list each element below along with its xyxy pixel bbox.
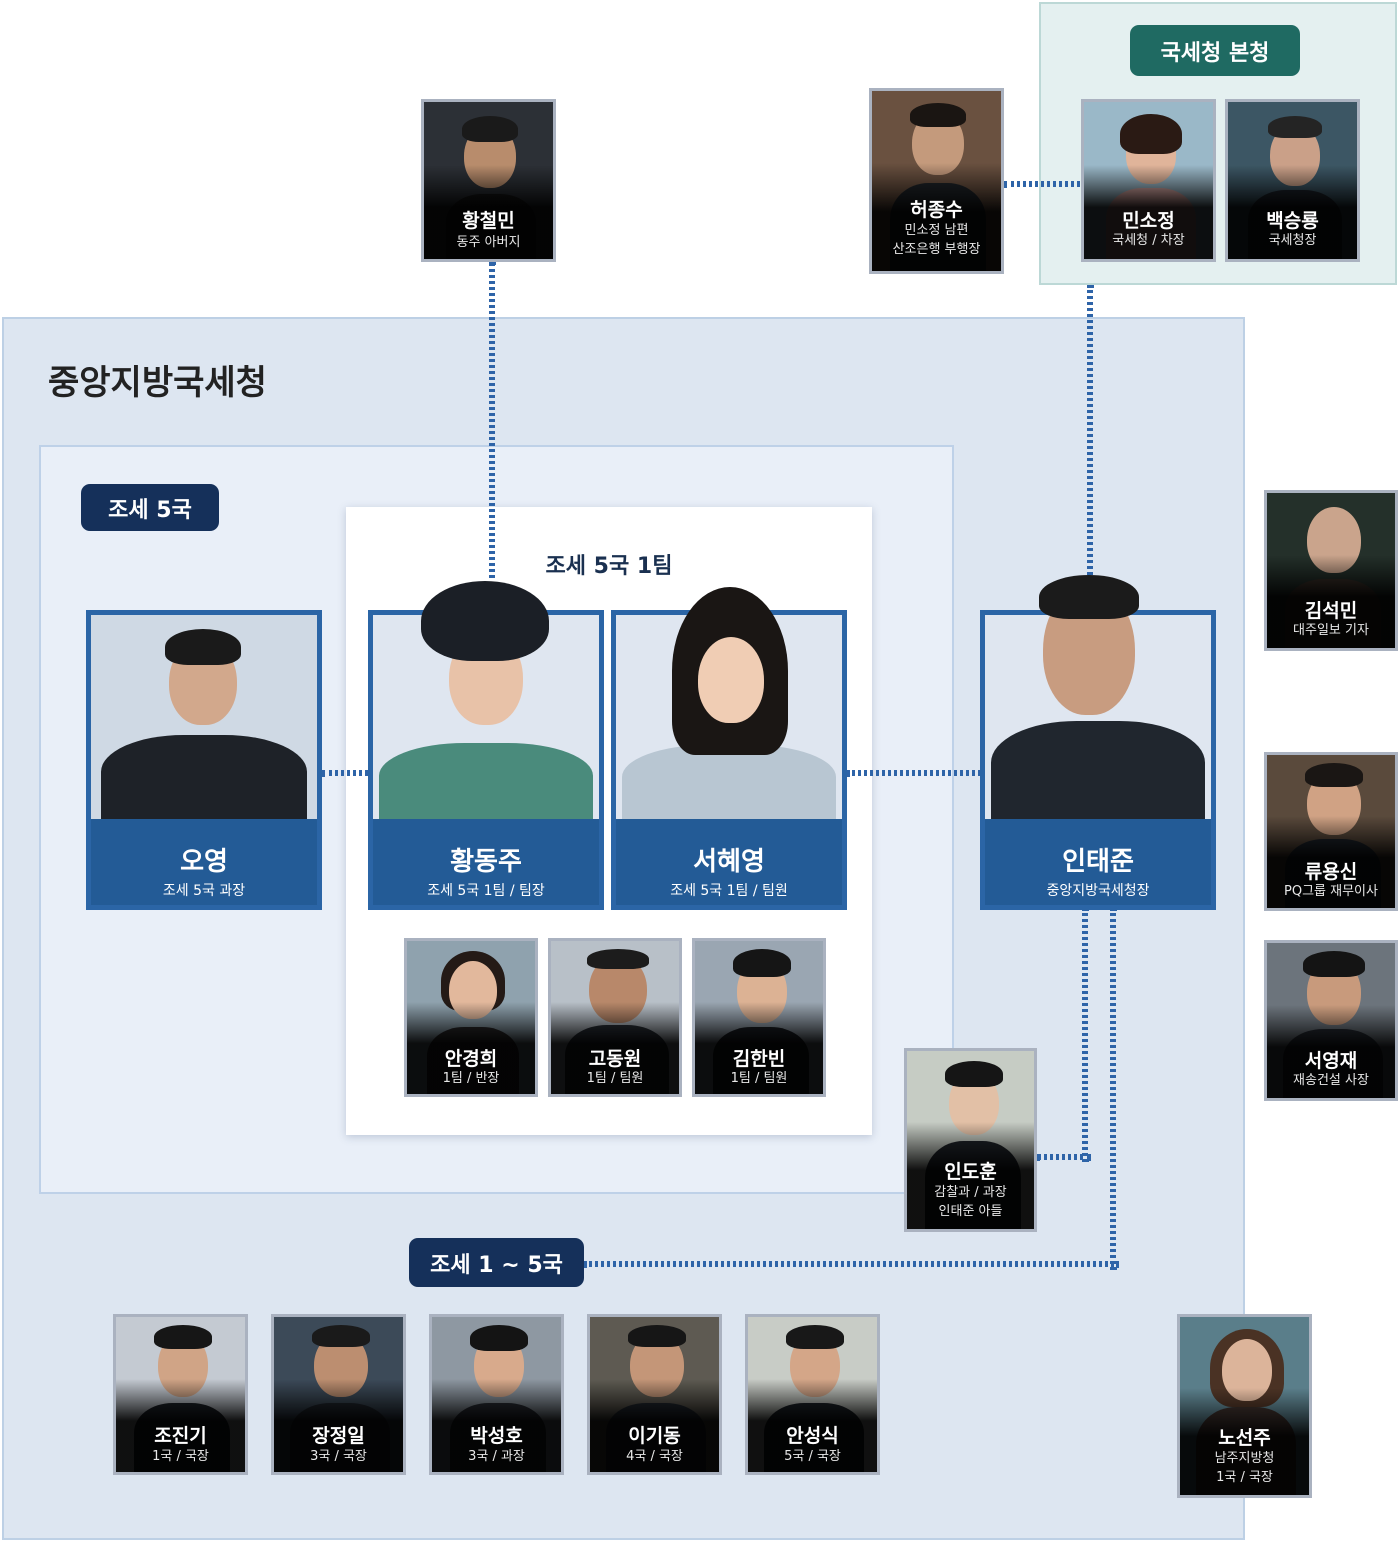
- card-min-sojeong[interactable]: 민소정 국세청 / 차장: [1081, 99, 1216, 262]
- name: 서혜영: [693, 847, 765, 877]
- card-hwang-cheolmin[interactable]: 황철민 동주 아버지: [421, 99, 556, 262]
- role: 조세 5국 과장: [162, 883, 246, 899]
- connector-in-indo-h: [1037, 1154, 1091, 1160]
- card-ahn-gyeonghui[interactable]: 안경희 1팀 / 반장: [404, 938, 538, 1097]
- name: 오영: [180, 847, 228, 877]
- photo: [91, 615, 317, 827]
- role: 4국 / 국장: [626, 1449, 683, 1464]
- name: 백승룡: [1266, 210, 1319, 232]
- name: 장정일: [312, 1425, 365, 1447]
- connector-hwang: [489, 262, 495, 586]
- name: 인태준: [1062, 847, 1134, 877]
- connector-oh-hwang: [322, 770, 374, 776]
- card-hwang-dongju[interactable]: 황동주 조세 5국 1팀 / 팀장: [368, 581, 604, 910]
- name: 노선주: [1218, 1427, 1271, 1449]
- hair: [421, 581, 549, 661]
- card-in-dohun[interactable]: 인도훈 감찰과 / 과장 인태준 아들: [904, 1048, 1037, 1232]
- name: 인도훈: [944, 1161, 997, 1183]
- role: PQ그룹 재무이사: [1284, 884, 1378, 899]
- role: 동주 아버지: [456, 235, 521, 250]
- role: 조세 5국 1팀 / 팀원: [670, 883, 788, 899]
- role: 1팀 / 팀원: [730, 1071, 788, 1086]
- card-jo-jingi[interactable]: 조진기 1국 / 국장: [113, 1314, 248, 1475]
- divisions-label: 조세 1 ~ 5국: [409, 1238, 584, 1287]
- division5-label: 조세 5국: [81, 484, 219, 531]
- connector-in-indo-v: [1082, 908, 1088, 1162]
- card-lee-gidong[interactable]: 이기동 4국 / 국장: [587, 1314, 722, 1475]
- role: 재송건설 사장: [1293, 1073, 1369, 1088]
- name: 조진기: [154, 1425, 207, 1447]
- role-2: 산조은행 부행장: [892, 242, 981, 257]
- name: 민소정: [1122, 210, 1175, 232]
- card-oh-young[interactable]: 오영 조세 5국 과장: [86, 610, 322, 910]
- role-1: 민소정 남편: [904, 223, 969, 238]
- name-plate: [985, 819, 1211, 905]
- connector-hq-in: [1087, 285, 1093, 616]
- photo: [985, 615, 1211, 825]
- card-ryu-yongsin[interactable]: 류용신 PQ그룹 재무이사: [1264, 752, 1398, 911]
- name: 황동주: [450, 847, 522, 877]
- role: 국세청 / 차장: [1112, 233, 1185, 248]
- name: 안경희: [444, 1048, 498, 1070]
- role: 1팀 / 반장: [442, 1071, 500, 1086]
- name: 서영재: [1304, 1050, 1358, 1072]
- role: 조세 5국 1팀 / 팀장: [427, 883, 545, 899]
- connector-in-div-h: [584, 1261, 1119, 1267]
- hair: [1039, 575, 1139, 619]
- name: 이기동: [628, 1425, 681, 1447]
- card-ahn-seongsik[interactable]: 안성식 5국 / 국장: [745, 1314, 880, 1475]
- name: 안성식: [786, 1425, 839, 1447]
- connector-heo-min: [1004, 181, 1086, 187]
- role: 1국 / 국장: [152, 1449, 209, 1464]
- role: 1팀 / 팀원: [586, 1071, 644, 1086]
- role: 3국 / 과장: [468, 1449, 525, 1464]
- connector-in-div-v: [1110, 908, 1116, 1270]
- name-plate: [91, 819, 317, 905]
- role: 5국 / 국장: [784, 1449, 841, 1464]
- name: 김한빈: [732, 1048, 786, 1070]
- role: 3국 / 국장: [310, 1449, 367, 1464]
- role-2: 1국 / 국장: [1216, 1470, 1273, 1485]
- name: 류용신: [1304, 861, 1358, 883]
- connector-seo-in: [847, 770, 986, 776]
- card-seo-yeongjae[interactable]: 서영재 재송건설 사장: [1264, 940, 1398, 1101]
- card-kim-hanbin[interactable]: 김한빈 1팀 / 팀원: [692, 938, 826, 1097]
- name-plate: [616, 819, 842, 905]
- card-seo-hyeyoung[interactable]: 서혜영 조세 5국 1팀 / 팀원: [611, 587, 847, 910]
- card-in-taejun[interactable]: 인태준 중앙지방국세청장: [980, 575, 1216, 910]
- role: 대주일보 기자: [1293, 623, 1369, 638]
- central-office-title: 중앙지방국세청: [48, 363, 267, 403]
- name: 고동원: [588, 1048, 642, 1070]
- card-jang-jeongil[interactable]: 장정일 3국 / 국장: [271, 1314, 406, 1475]
- role-2: 인태준 아들: [938, 1204, 1003, 1219]
- card-park-seongho[interactable]: 박성호 3국 / 과장: [429, 1314, 564, 1475]
- role: 국세청장: [1268, 233, 1317, 248]
- card-go-dongwon[interactable]: 고동원 1팀 / 팀원: [548, 938, 682, 1097]
- role-1: 남주지방청: [1214, 1451, 1275, 1466]
- card-noh-seonju[interactable]: 노선주 남주지방청 1국 / 국장: [1177, 1314, 1312, 1498]
- name: 박성호: [470, 1425, 523, 1447]
- name: 황철민: [462, 210, 515, 232]
- name: 허종수: [910, 199, 963, 221]
- role: 중앙지방국세청장: [1046, 883, 1150, 899]
- team1-title: 조세 5국 1팀: [545, 554, 673, 579]
- hq-label: 국세청 본청: [1130, 25, 1300, 76]
- name: 김석민: [1304, 600, 1358, 622]
- role-1: 감찰과 / 과장: [934, 1185, 1007, 1200]
- card-baek-seungryong[interactable]: 백승룡 국세청장: [1225, 99, 1360, 262]
- card-kim-seokmin[interactable]: 김석민 대주일보 기자: [1264, 490, 1398, 651]
- name-plate: [373, 819, 599, 905]
- card-heo-jongsu[interactable]: 허종수 민소정 남편 산조은행 부행장: [869, 88, 1004, 274]
